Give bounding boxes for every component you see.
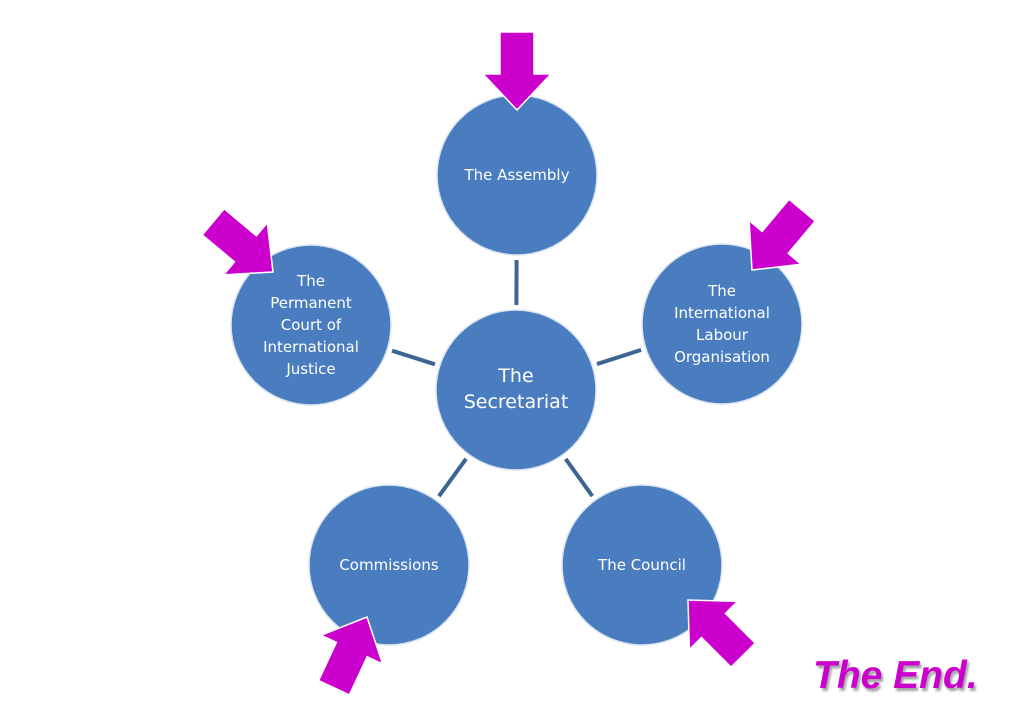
connector-commissions — [437, 457, 468, 498]
node-label-line: Secretariat — [464, 391, 569, 413]
node-label-line: International — [263, 338, 359, 356]
node-circle-secretariat — [435, 309, 597, 471]
node-label-line: Commissions — [339, 556, 439, 574]
node-label-line: International — [674, 304, 770, 322]
arrow-icon-ilo — [748, 198, 817, 271]
node-label-line: The — [707, 282, 736, 300]
node-label-commissions: Commissions — [339, 556, 439, 574]
arrow-icon-council — [687, 599, 757, 669]
node-label-line: The — [497, 365, 533, 387]
node-label-line: The — [296, 272, 325, 290]
connector-ilo — [596, 348, 642, 366]
node-label-line: Labour — [696, 326, 749, 344]
the-end-title: The End. — [813, 654, 978, 697]
arrow-icon-commissions — [317, 616, 384, 696]
node-label-line: Court of — [281, 316, 342, 334]
connector-pcij — [391, 348, 436, 367]
node-circle-commissions — [308, 484, 470, 646]
node-label-line: The Council — [597, 556, 686, 574]
arrow-icon-pcij — [201, 207, 274, 276]
node-label-line: Justice — [285, 360, 335, 378]
node-circle-council — [561, 484, 723, 646]
node-label-line: Organisation — [674, 348, 770, 366]
node-circle-ilo — [641, 243, 803, 405]
node-circle-pcij — [230, 244, 392, 406]
arrow-icon-assembly — [481, 31, 553, 112]
node-label-line: Permanent — [270, 294, 352, 312]
node-label-line: The Assembly — [464, 166, 570, 184]
node-label-council: The Council — [597, 556, 686, 574]
connector-council — [564, 457, 594, 498]
node-label-assembly: The Assembly — [464, 166, 570, 184]
